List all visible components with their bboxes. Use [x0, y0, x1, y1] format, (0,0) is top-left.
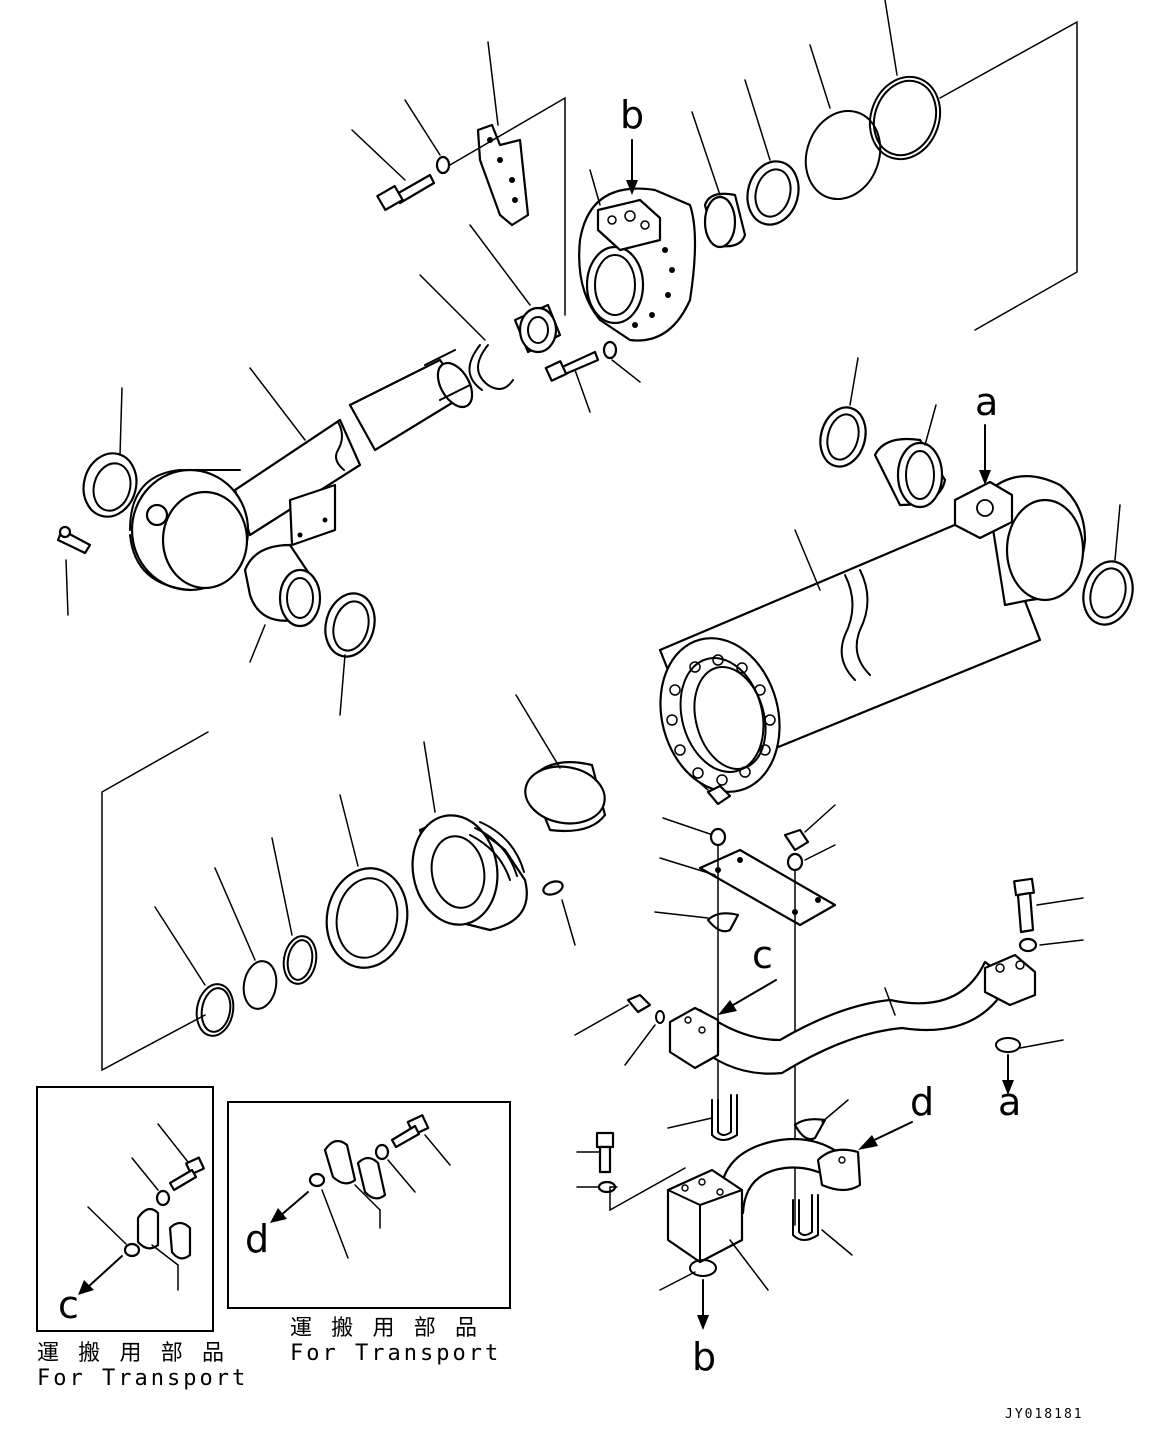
cylinder-tube	[658, 508, 1042, 793]
rod-eye-bushing	[243, 543, 322, 663]
plate-nut-left	[684, 769, 732, 806]
inset-left-caption-jp: 運 搬 用 部 品	[37, 1341, 227, 1366]
pipe-block-lower	[666, 1168, 769, 1291]
piston-rod	[129, 349, 474, 592]
rod-eye-seal-right	[324, 592, 376, 716]
flange-bolt	[574, 993, 652, 1036]
inset-right-caption-jp: 運 搬 用 部 品	[290, 1316, 480, 1341]
piston-backup-ring	[271, 837, 318, 985]
bottom-bolt	[1013, 877, 1084, 934]
bottom-bushing-seal	[819, 357, 867, 468]
u-bolt-upper	[667, 1094, 738, 1141]
head-washer	[602, 340, 641, 383]
svg-text:d: d	[245, 1217, 269, 1261]
inset-right-clamp	[323, 1139, 387, 1229]
piston-o-ring-small	[154, 906, 235, 1037]
inset-right-caption-en: For Transport	[290, 1341, 501, 1366]
bottom-o-ring	[995, 1037, 1064, 1053]
svg-text:a: a	[998, 1080, 1021, 1124]
plate-washer-left	[662, 817, 727, 847]
grease-fitting	[56, 525, 92, 616]
inset-right: d 運 搬 用 部 品 For Transport	[227, 1101, 511, 1366]
bottom-bushing	[873, 404, 947, 509]
drawing-code: JY018181	[1005, 1407, 1084, 1422]
inset-left: c 運 搬 用 部 品 For Transport	[36, 1086, 248, 1391]
plate-nut-right	[783, 804, 836, 852]
inset-left-caption-en: For Transport	[37, 1366, 248, 1391]
callout-d-mid: d	[858, 1080, 934, 1150]
u-bolt-lower	[792, 1194, 853, 1256]
svg-text:c: c	[58, 1283, 79, 1327]
hydraulic-pipe-upper	[692, 953, 1037, 1075]
svg-text:c: c	[752, 933, 773, 977]
svg-text:d: d	[910, 1080, 934, 1124]
inset-right-washer	[374, 1143, 416, 1193]
callout-c-mid: c	[718, 933, 777, 1015]
head-backup-ring	[868, 0, 942, 161]
inset-left-nut	[87, 1206, 141, 1258]
svg-text:a: a	[975, 380, 998, 424]
clamp-plate	[659, 848, 837, 927]
mounting-bracket	[476, 41, 530, 227]
clamp-half-upper	[654, 911, 740, 933]
lower-o-ring	[659, 1259, 717, 1291]
tube-bottom-eye	[953, 475, 1087, 607]
flange-o-ring	[624, 1010, 665, 1066]
bottom-eye-seal	[1082, 504, 1134, 626]
callout-b-bottom: b	[692, 1279, 716, 1379]
inset-right-nut	[308, 1172, 349, 1259]
head-seal	[744, 79, 800, 226]
svg-text:b: b	[692, 1335, 716, 1379]
plate-washer-right	[786, 844, 836, 872]
wear-ring	[515, 694, 607, 833]
callout-b-top: b	[620, 93, 644, 195]
hydraulic-pipe-lower	[718, 1137, 862, 1215]
rod-nut	[469, 224, 562, 354]
snap-ring	[419, 274, 514, 391]
bottom-washer	[1018, 937, 1084, 953]
piston-seal	[325, 794, 409, 969]
cylinder-head	[578, 169, 697, 342]
callout-a-bottom: a	[998, 1054, 1021, 1124]
inset-left-clamp	[136, 1207, 192, 1291]
piston	[411, 741, 528, 932]
lower-bolt	[576, 1131, 615, 1174]
pipe-flange-upper	[668, 1006, 720, 1070]
bracket-bolt	[351, 129, 436, 212]
inset-left-bolt	[157, 1123, 205, 1192]
callout-c-box: c	[58, 1255, 123, 1327]
callout-a-top: a	[975, 380, 998, 485]
rod-eye-seal-left	[82, 387, 138, 518]
head-o-ring-large	[804, 44, 882, 201]
head-bolt	[544, 350, 600, 413]
head-bushing	[691, 111, 747, 249]
callout-d-box: d	[245, 1191, 309, 1261]
piston-set-screw	[542, 880, 576, 946]
inset-right-bolt	[390, 1114, 451, 1166]
clamp-half-lower	[793, 1099, 849, 1141]
inset-left-washer	[131, 1157, 171, 1207]
svg-text:b: b	[620, 93, 644, 137]
piston-o-ring	[214, 867, 278, 1010]
bracket-washer	[404, 99, 451, 175]
